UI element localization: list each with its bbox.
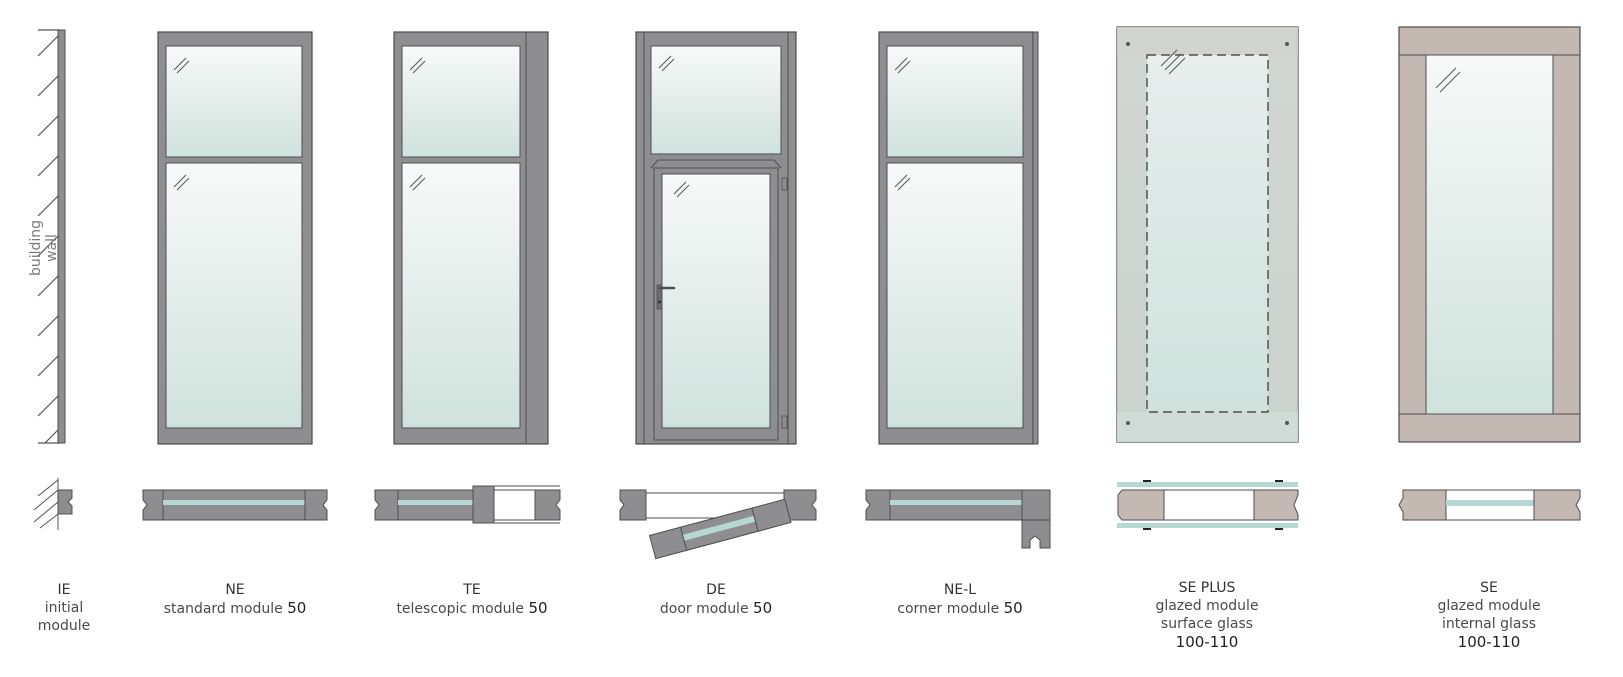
module-se-plus-section: [1117, 480, 1299, 530]
glass-reflection-icon: [894, 57, 911, 191]
module-number: 100-110: [1457, 633, 1521, 651]
caption-de: DE door module 50: [616, 581, 816, 618]
module-desc-line: module: [37, 618, 91, 634]
module-ie-section: [33, 478, 73, 530]
module-desc-line: internal glass: [1441, 616, 1537, 632]
glass-reflection-icon: [1160, 49, 1186, 75]
module-code: TE: [463, 582, 481, 598]
module-code: NE-L: [943, 582, 977, 598]
module-desc-line: glazed module: [1155, 598, 1259, 614]
module-desc-line: door module 50: [659, 599, 773, 617]
glass-reflection-icon: [409, 57, 426, 191]
building-wall-label: building wall: [28, 219, 60, 277]
module-ie-elevation: [37, 29, 66, 444]
caption-te: TE telescopic module 50: [372, 581, 572, 618]
caption-ne-l: NE-L corner module 50: [860, 581, 1060, 618]
module-te-elevation: [393, 31, 549, 445]
module-ne-l-section: [865, 489, 1051, 549]
module-ne-section: [142, 489, 328, 521]
module-desc-line: standard module 50: [163, 599, 307, 617]
module-code: DE: [706, 582, 726, 598]
module-code: NE: [225, 582, 245, 598]
glass-reflection-icon: [658, 55, 690, 198]
module-se-elevation: [1398, 26, 1581, 443]
caption-se: SE glazed module internal glass 100-110: [1389, 579, 1589, 651]
module-desc-line: glazed module: [1437, 598, 1541, 614]
door-handle-icon: [656, 284, 676, 310]
module-se-section: [1398, 489, 1581, 521]
fixing-point-icon: [1126, 42, 1289, 425]
wall-hatching: [37, 35, 59, 444]
module-se-plus-elevation: [1116, 26, 1299, 443]
caption-ne: NE standard module 50: [135, 581, 335, 618]
glass-reflection-icon: [1435, 67, 1461, 93]
module-code: SE: [1480, 580, 1498, 596]
module-de-section: [619, 489, 817, 560]
module-code: SE PLUS: [1178, 580, 1236, 596]
module-desc-line: corner module 50: [897, 599, 1023, 617]
module-te-section: [374, 485, 561, 524]
module-code: IE: [57, 582, 71, 598]
module-ne-elevation: [157, 31, 313, 445]
module-desc-line: telescopic module 50: [396, 599, 548, 617]
module-ne-l-elevation: [878, 31, 1039, 445]
module-number: 100-110: [1175, 633, 1239, 651]
module-desc-line: surface glass: [1160, 616, 1254, 632]
module-de-elevation: [635, 31, 797, 445]
module-desc-line: initial: [44, 600, 84, 616]
caption-ie: IE initial module: [0, 581, 164, 635]
caption-se-plus: SE PLUS glazed module surface glass 100-…: [1107, 579, 1307, 651]
glass-reflection-icon: [173, 57, 190, 191]
